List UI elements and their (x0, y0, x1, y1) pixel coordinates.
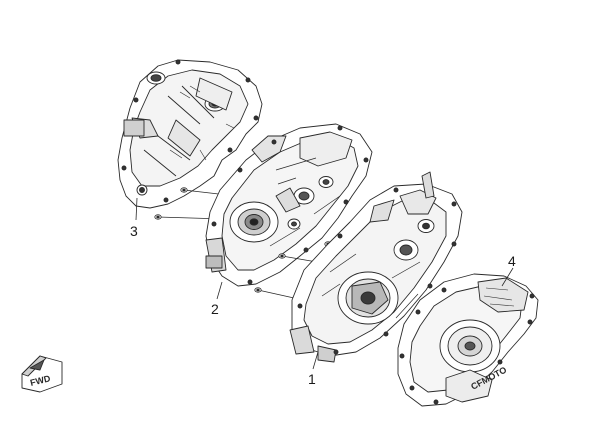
part-2-left-crankcase (205, 123, 373, 287)
callout-2: 2 (211, 301, 219, 317)
leader-line-3 (135, 197, 138, 221)
leader-line-4 (501, 267, 514, 287)
part-3-left-crankcase-cover (117, 59, 263, 209)
leader-line-1 (312, 351, 319, 370)
callout-4: 4 (508, 253, 516, 269)
forward-direction-icon (21, 355, 63, 393)
callout-3: 3 (130, 223, 138, 239)
part-1-right-crankcase (289, 171, 463, 363)
callout-1: 1 (308, 371, 316, 387)
leader-line-2 (216, 281, 223, 300)
part-4-right-engine-cover (397, 273, 539, 407)
direction-badge-text: FWD (29, 373, 52, 388)
